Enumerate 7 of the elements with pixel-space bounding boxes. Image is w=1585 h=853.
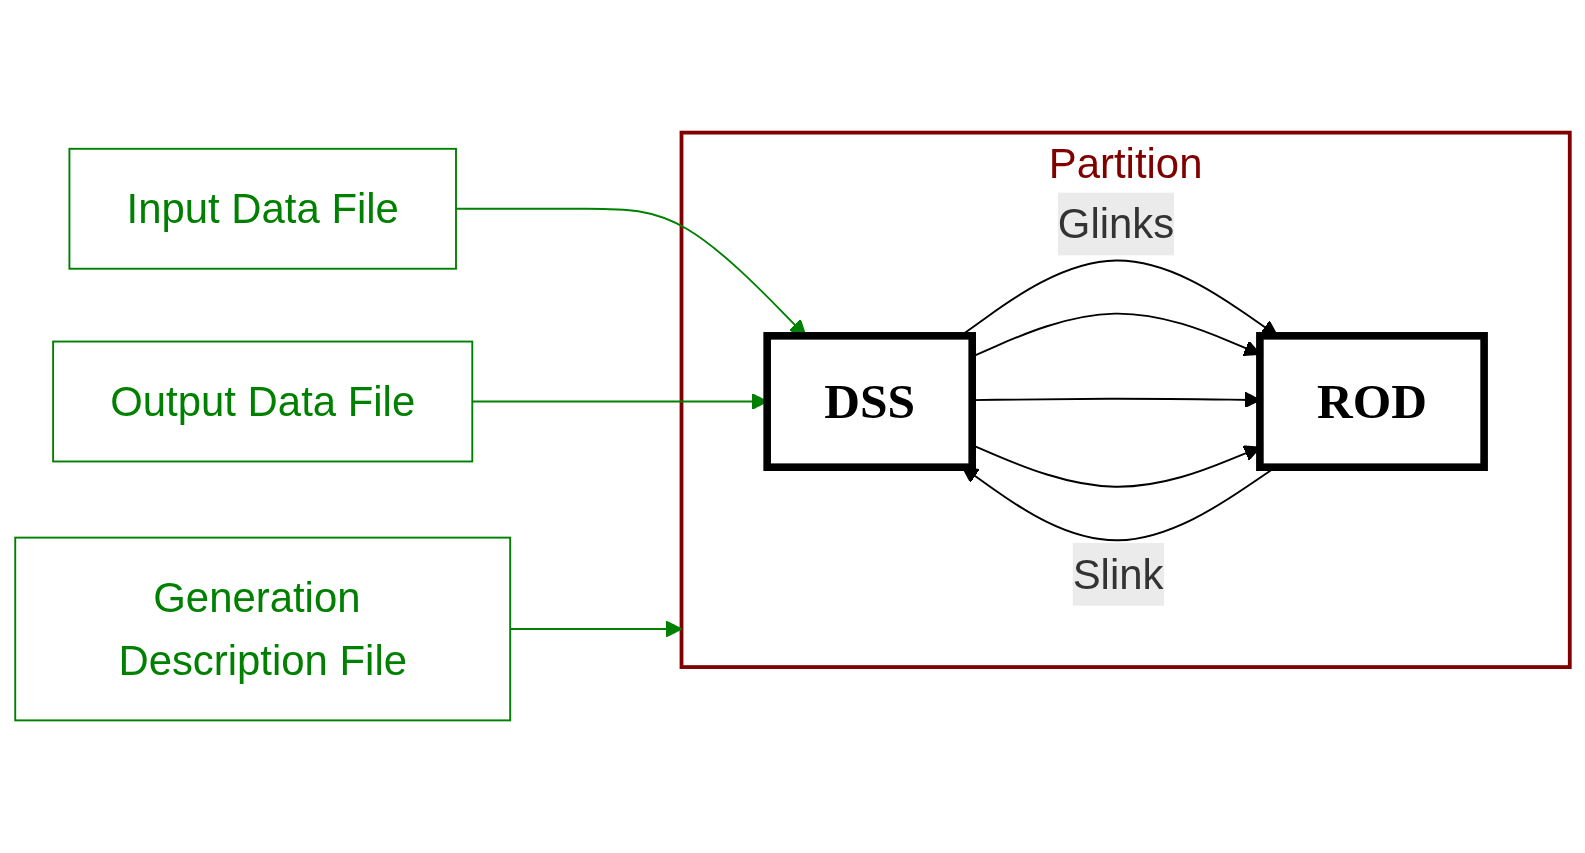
edge-label: Slink [1072, 550, 1164, 599]
edge-label: Glinks [1057, 200, 1175, 248]
node-box: ROD [1256, 332, 1488, 471]
node-box: Input Data File [68, 147, 457, 270]
node-box: DSS [763, 332, 976, 471]
node-box: Generation Description File [14, 536, 512, 722]
node-box: Output Data File [52, 340, 474, 463]
